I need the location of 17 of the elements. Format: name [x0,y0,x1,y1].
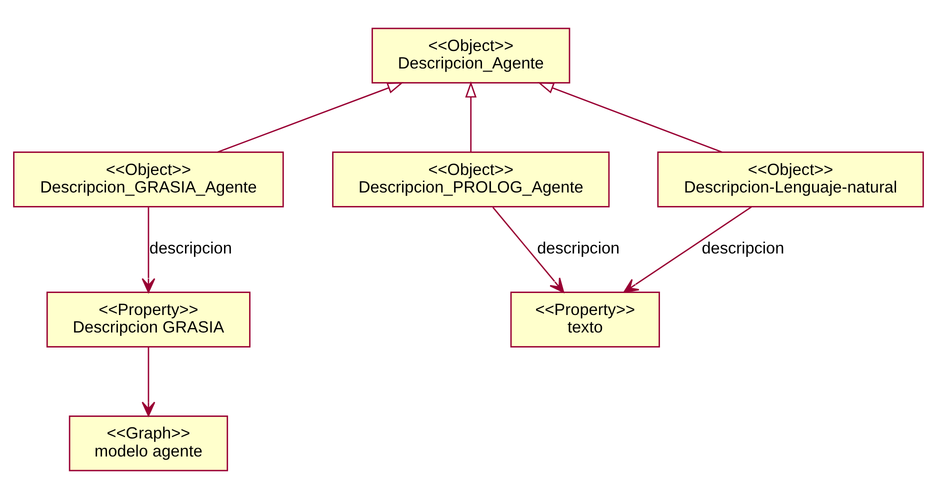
node-box: <<Object>> Descripcion_GRASIA_Agente [13,151,284,207]
edge-label: descripcion [149,239,232,258]
node-box: <<Object>> Descripcion-Lenguaje-natural [657,151,924,207]
node-box: <<Object>> Descripcion_Agente [372,27,570,84]
arrow [492,206,564,292]
arrow [217,82,404,152]
arrow [465,80,477,152]
node-box: <<Property>> Descripcion GRASIA [46,291,250,347]
arrow [142,346,156,416]
arrow [142,206,156,292]
arrow [538,82,722,152]
edge-label: descripcion [702,239,784,258]
arrow [623,206,752,292]
node-box: <<Object>> Descripcion_PROLOG_Agente [332,151,610,207]
node-box: <<Property>> texto [510,291,660,347]
edge-label: descripcion [537,239,620,258]
node-box: <<Graph>> modelo agente [68,414,228,471]
